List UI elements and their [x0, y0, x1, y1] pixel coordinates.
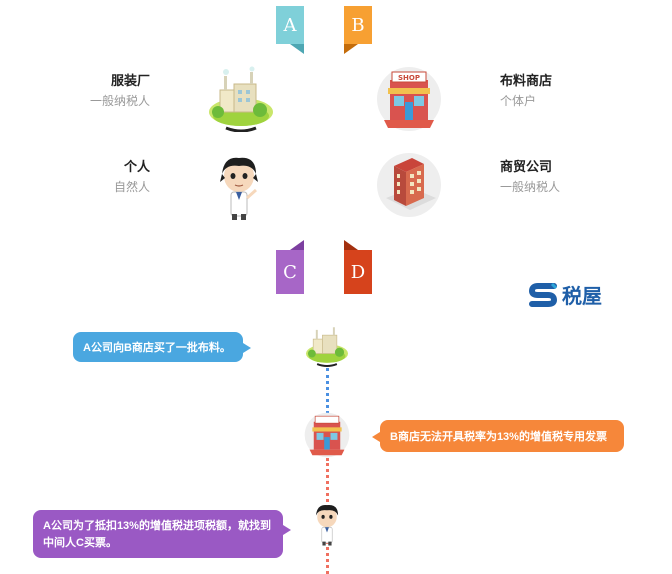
shuiwu-logo: 税屋 — [528, 280, 602, 309]
tag-d-fold — [344, 240, 358, 250]
entity-b-type: 个体户 — [500, 94, 537, 108]
person-icon-small — [315, 504, 339, 546]
shop-icon-small — [304, 412, 350, 458]
flow-step-3: A公司为了抵扣13%的增值税进项税额，就找到中间人C买票。 — [33, 510, 291, 558]
shop-icon: SHOP — [377, 67, 441, 131]
tag-c-fold — [290, 240, 304, 250]
entity-d-name: 商贸公司 — [500, 159, 553, 174]
entity-c-type: 自然人 — [113, 180, 150, 194]
tag-c-label: C — [283, 261, 297, 283]
entity-c: 个人 自然人 — [114, 156, 150, 195]
tag-d-label: D — [350, 261, 366, 283]
tag-d: D — [344, 240, 372, 294]
tag-b-fold — [344, 44, 358, 54]
logo-s-icon — [528, 282, 558, 307]
entity-d: 商贸公司 一般纳税人 — [500, 156, 560, 195]
flow-step-1: A公司向B商店买了一批布料。 — [73, 332, 251, 362]
svg-text:SHOP: SHOP — [398, 74, 420, 82]
tag-a-fold — [290, 44, 304, 54]
entity-a-type: 一般纳税人 — [89, 94, 150, 108]
entity-b-name: 布料商店 — [500, 73, 553, 88]
entity-a: 服装厂 一般纳税人 — [90, 70, 150, 109]
entity-b: 布料商店 个体户 — [500, 70, 552, 109]
tag-a: A — [276, 6, 304, 54]
tag-a-label: A — [283, 14, 297, 36]
entity-a-name: 服装厂 — [110, 73, 150, 88]
tag-b-label: B — [351, 14, 365, 36]
flow-connector-1 — [326, 368, 329, 414]
entity-d-type: 一般纳税人 — [500, 180, 561, 194]
entity-c-name: 个人 — [123, 159, 150, 174]
factory-icon-small — [305, 327, 349, 368]
flow-step-2: B商店无法开具税率为13%的增值税专用发票 — [372, 420, 624, 452]
factory-icon — [209, 66, 273, 132]
building-icon — [377, 153, 441, 217]
logo-text: 税屋 — [562, 286, 602, 308]
tag-b: B — [344, 6, 372, 54]
person-icon — [220, 157, 258, 220]
tag-c: C — [276, 240, 304, 294]
